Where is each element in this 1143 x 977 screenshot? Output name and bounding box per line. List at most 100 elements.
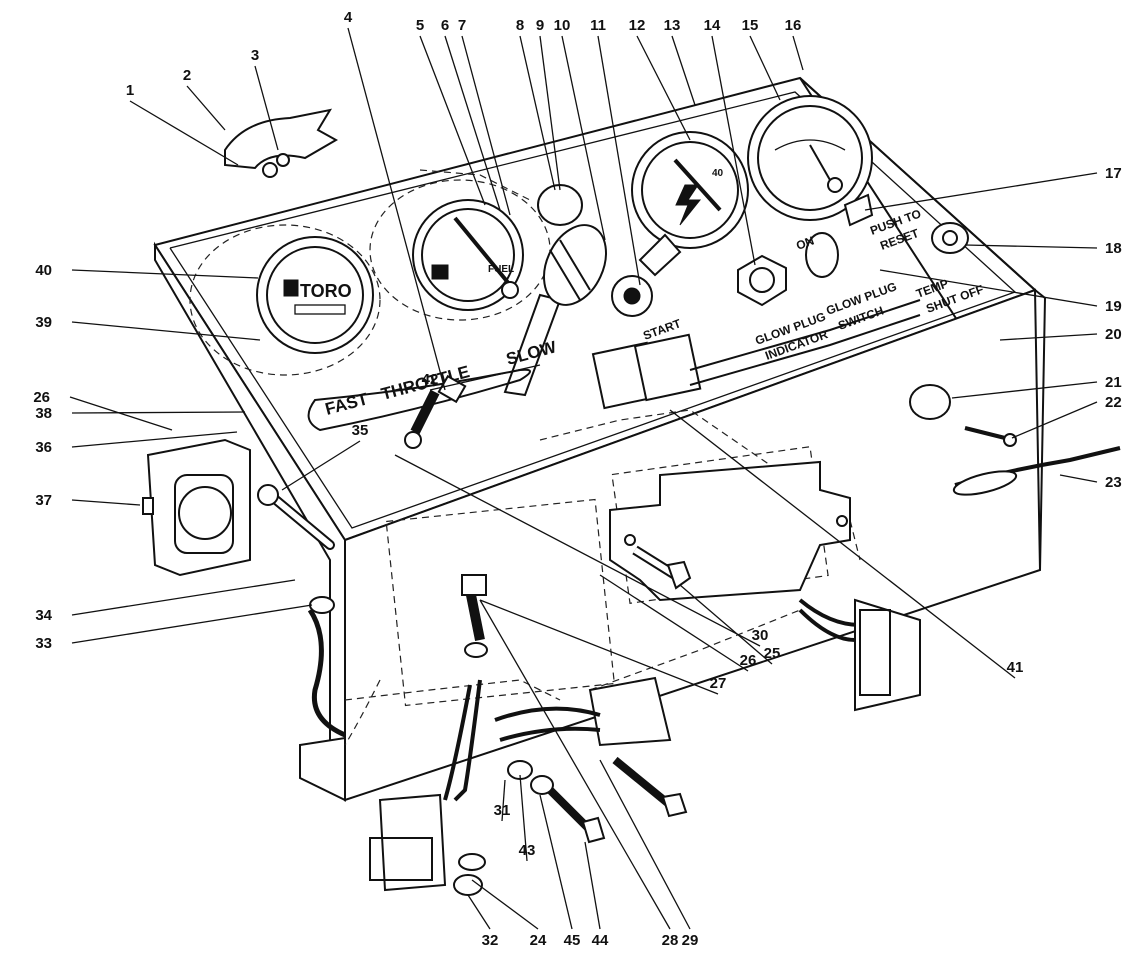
callout-leader-19: [879, 269, 1098, 307]
callout-leader-29: [599, 759, 691, 930]
callout-leader-38: [71, 411, 246, 414]
callout-leader-17: [864, 172, 1098, 211]
callout-leader-43: [519, 774, 528, 862]
throttle-rod-35: [257, 484, 335, 550]
callout-number-7: 7: [458, 17, 466, 34]
callout-number-20: 20: [1105, 326, 1122, 343]
callout-leader-27: [479, 599, 719, 695]
callout-leaders: [69, 27, 1098, 930]
callout-number-24: 24: [530, 932, 547, 949]
callout-leader-20: [999, 333, 1098, 341]
callout-leader-5: [419, 35, 486, 206]
harness-connector-bottom: [369, 676, 672, 892]
alarm-buzzer-36: [142, 438, 251, 577]
relay-20: [591, 299, 921, 410]
callout-leader-15: [749, 35, 781, 101]
callout-leader-39: [71, 321, 261, 341]
callout-leader-26: [599, 574, 749, 672]
callout-leader-2: [186, 85, 226, 131]
callout-number-38: 38: [35, 405, 52, 422]
fuel-label: FUEL: [488, 264, 514, 275]
callout-leader-42: [429, 364, 541, 391]
callout-leader-1: [129, 100, 239, 166]
callout-leader-40: [71, 269, 259, 279]
glow-plug-indicator-14: [737, 254, 787, 307]
callout-leader-8: [519, 35, 556, 191]
callout-leader-7: [461, 35, 511, 216]
callout-leader-4: [347, 27, 446, 391]
callout-leader-36: [71, 431, 238, 448]
callout-leader-10: [561, 35, 606, 241]
glow-plug-switch-18: ON: [794, 193, 874, 278]
callout-number-42: 42: [422, 371, 439, 388]
callout-number-33: 33: [35, 635, 52, 652]
callout-number-43: 43: [519, 842, 536, 859]
callout-number-4: 4: [344, 9, 353, 26]
callout-leader-33: [71, 604, 313, 644]
callout-number-2: 2: [183, 67, 191, 84]
callout-number-18: 18: [1105, 240, 1122, 257]
callout-leader-23: [1059, 474, 1098, 483]
temp-shutoff-reset-button: [931, 222, 969, 254]
callout-leader-35: [281, 440, 361, 491]
callout-number-22: 22: [1105, 394, 1122, 411]
callout-number-35: 35: [352, 422, 369, 439]
callout-leader-25: [679, 584, 773, 665]
callout-number-23: 23: [1105, 474, 1122, 491]
callout-leader-18: [964, 244, 1098, 249]
callout-leader-44: [584, 841, 601, 930]
callout-number-32: 32: [482, 932, 499, 949]
callout-number-41: 41: [1007, 659, 1024, 676]
callout-number-25: 25: [764, 645, 781, 662]
callout-leader-12: [636, 35, 691, 141]
callout-number-45: 45: [564, 932, 581, 949]
wire-23: [952, 446, 1121, 496]
callout-number-5: 5: [416, 17, 424, 34]
callout-number-10: 10: [554, 17, 571, 34]
callout-number-36: 36: [35, 439, 52, 456]
callout-number-40: 40: [35, 262, 52, 279]
bolt-25: [632, 545, 692, 590]
callout-number-3: 3: [251, 47, 259, 64]
callout-leader-21: [951, 381, 1098, 399]
callout-number-30: 30: [752, 627, 769, 644]
callout-leader-34: [71, 579, 296, 616]
plug-21: [909, 384, 951, 420]
callout-leader-16: [792, 35, 804, 71]
callout-leader-30: [394, 454, 761, 647]
callout-leader-6: [444, 35, 501, 211]
callout-number-16: 16: [785, 17, 802, 34]
hourmeter-gauge-40: TORO: [256, 236, 374, 354]
callout-number-37: 37: [35, 492, 52, 509]
callout-number-29: 29: [682, 932, 699, 949]
callout-number-14: 14: [704, 17, 721, 34]
callout-leader-22: [1011, 401, 1098, 439]
brand-label: TORO: [300, 281, 352, 301]
callout-leader-28: [479, 599, 671, 930]
callout-number-9: 9: [536, 17, 544, 34]
callout-leader-37: [71, 499, 141, 506]
callout-leader-41: [669, 409, 1016, 679]
fuel-gauge-5: FUEL: [412, 199, 524, 311]
callout-number-34: 34: [35, 607, 52, 624]
temperature-gauge-15: [747, 95, 873, 221]
callout-number-15: 15: [742, 17, 759, 34]
callout-number-26: 26: [740, 652, 757, 669]
callout-leader-26: [69, 396, 173, 431]
callout-number-13: 13: [664, 17, 681, 34]
callout-leader-3: [254, 65, 279, 151]
callout-number-1: 1: [126, 82, 134, 99]
callout-number-21: 21: [1105, 374, 1122, 391]
on-label: ON: [794, 234, 816, 253]
bracket-2: [224, 108, 339, 178]
callout-number-17: 17: [1105, 165, 1122, 182]
callout-number-8: 8: [516, 17, 524, 34]
gauge-40-label: 40: [712, 168, 724, 179]
callout-number-44: 44: [592, 932, 609, 949]
callout-leader-14: [711, 35, 756, 266]
ammeter-gauge-12: 40: [631, 131, 749, 249]
callout-number-19: 19: [1105, 298, 1122, 315]
callout-leader-31: [501, 779, 506, 822]
